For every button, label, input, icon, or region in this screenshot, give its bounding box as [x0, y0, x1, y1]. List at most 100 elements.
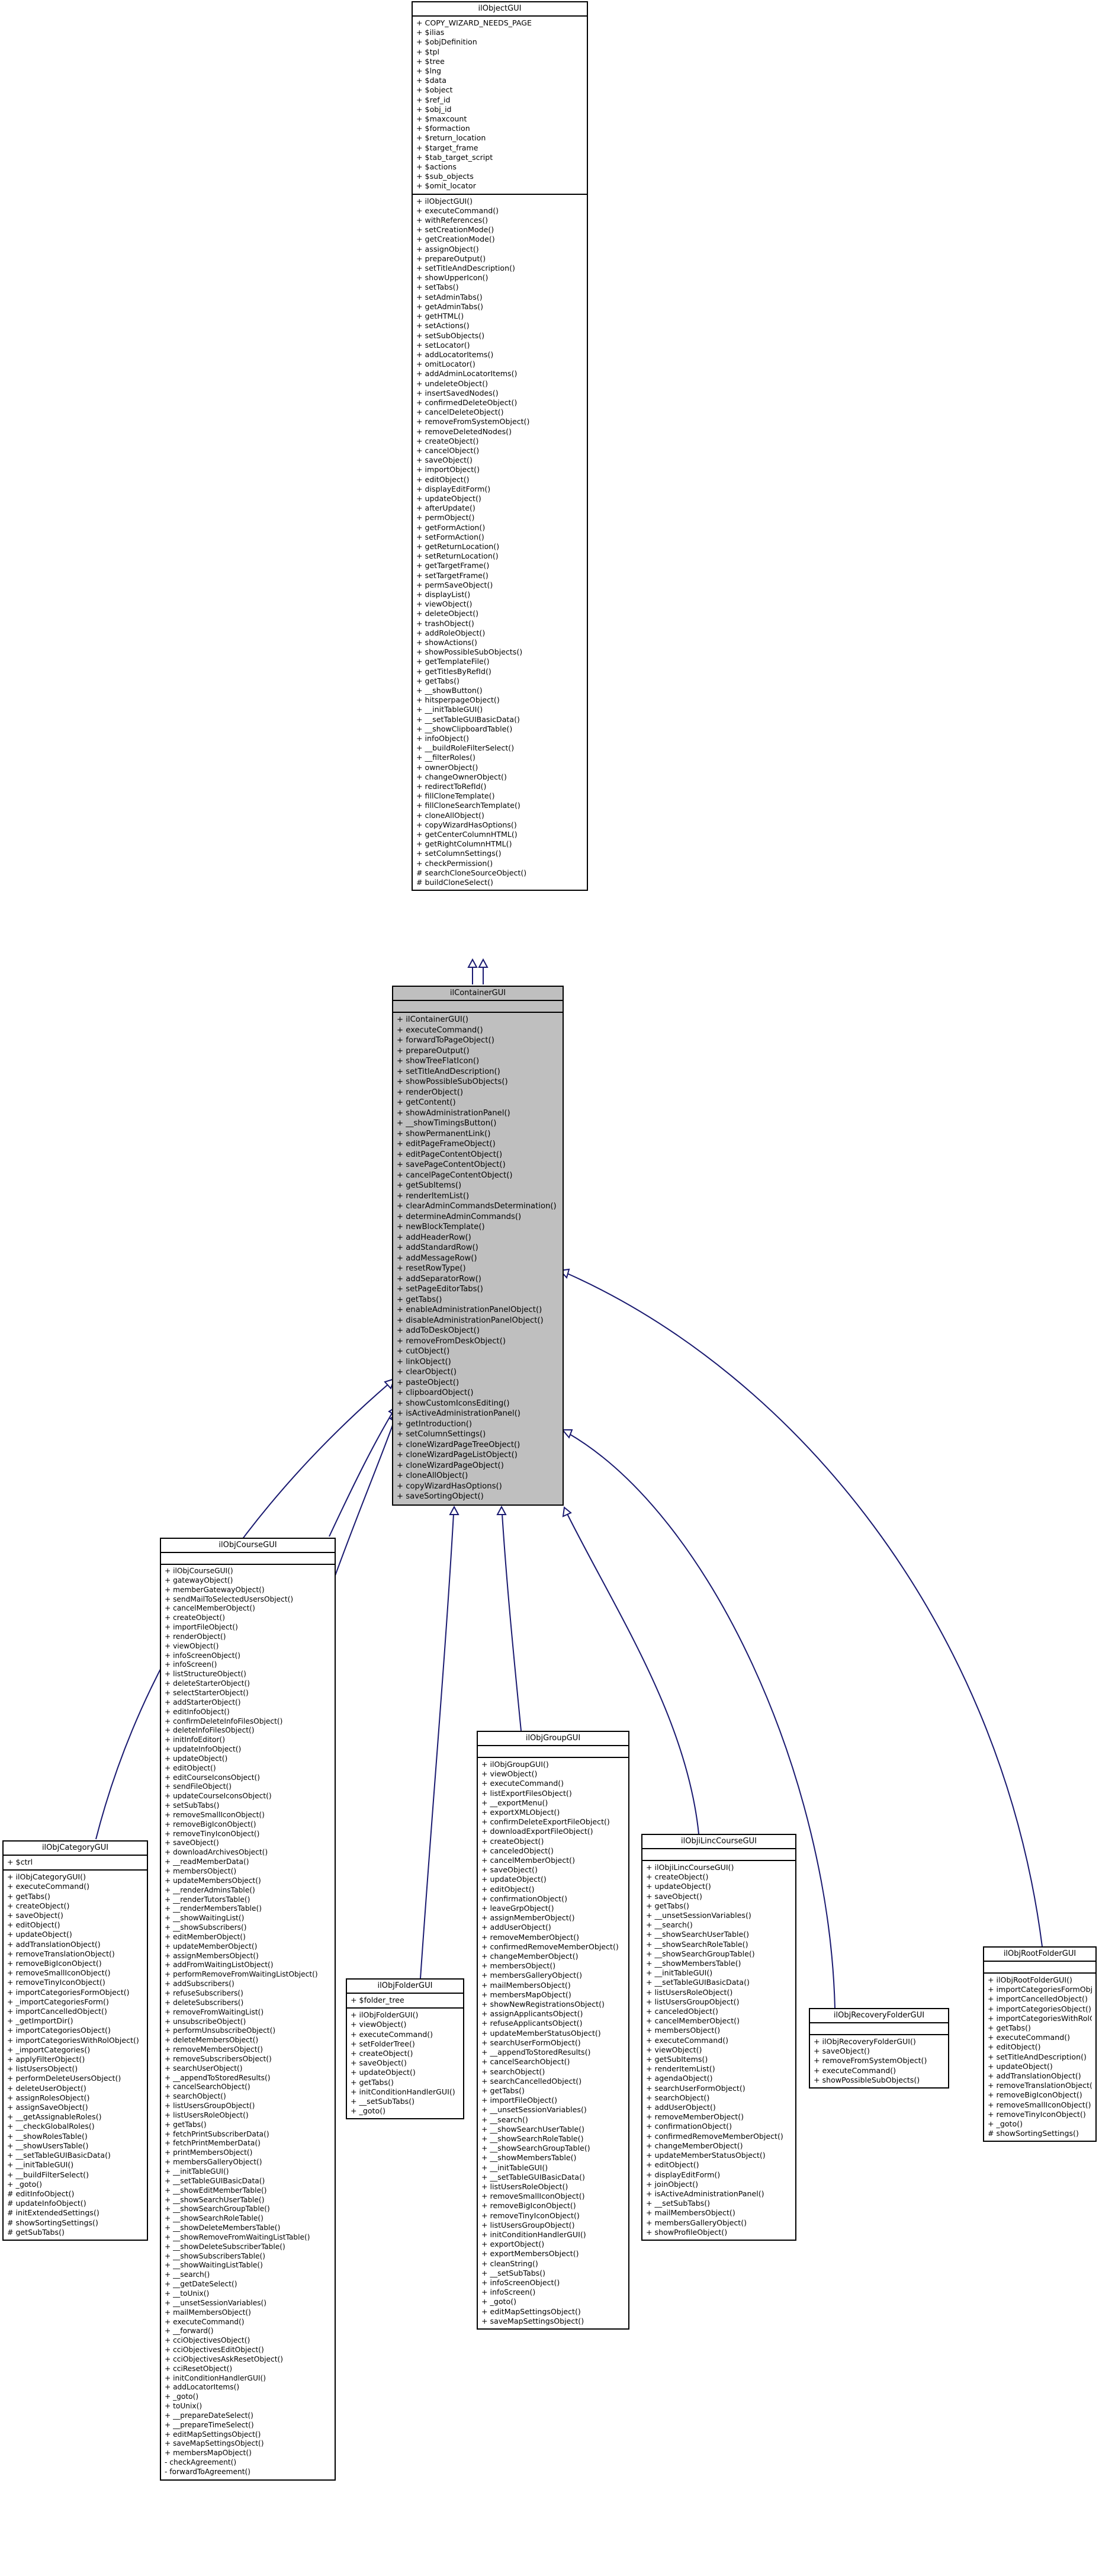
attributes-compartment: [161, 1553, 335, 1565]
method: + __initTableGUI(): [416, 705, 483, 714]
method: + changeMemberObject(): [646, 2141, 743, 2150]
class-box-ilObjectGUI[interactable]: ilObjectGUI+ COPY_WIZARD_NEEDS_PAGE+ $il…: [412, 1, 588, 891]
method: + getContent(): [397, 1098, 456, 1107]
method: + __initTableGUI(): [7, 2160, 74, 2170]
class-box-ilObjCourseGUI[interactable]: ilObjCourseGUI+ ilObjCourseGUI()+ gatewa…: [160, 1538, 336, 2481]
class-box-ilContainerGUI[interactable]: ilContainerGUI+ ilContainerGUI()+ execut…: [392, 986, 564, 1506]
attribute: + $target_frame: [416, 143, 478, 152]
method: + importCategoriesObject(): [7, 2026, 111, 2035]
method: + executeCommand(): [165, 2317, 245, 2326]
attributes-compartment: + $folder_tree: [347, 1994, 463, 2009]
method: + mailMembersObject(): [481, 1980, 571, 1990]
methods-compartment: + ilObjRecoveryFolderGUI()+ saveObject()…: [810, 2035, 948, 2087]
method: + getIntroduction(): [397, 1419, 473, 1429]
method: + setActions(): [416, 321, 470, 331]
method: + getFormAction(): [416, 522, 486, 532]
method: + editObject(): [481, 1884, 535, 1894]
method: + initConditionHandlerGUI(): [351, 2087, 455, 2096]
arrowhead-object-left: [467, 958, 478, 968]
method: + addTranslationObject(): [7, 1939, 101, 1949]
method: + cancelMemberObject(): [646, 2016, 740, 2026]
method: + _getImportDir(): [7, 2016, 73, 2026]
method: + createObject(): [646, 1872, 709, 1882]
method: # searchCloneSourceObject(): [416, 868, 527, 877]
method: + membersMapObject(): [165, 2449, 252, 2458]
method: + initConditionHandlerGUI(): [481, 2229, 586, 2239]
method: + __showSearchGroupTable(): [646, 1949, 755, 1958]
method: + removeTranslationObject(): [7, 1949, 115, 1958]
method: + __setTableGUIBasicData(): [165, 2176, 265, 2185]
method: + getTabs(): [165, 2120, 207, 2129]
attribute: + $omit_locator: [416, 181, 476, 191]
method: + removeSmallIconObject(): [165, 1810, 265, 1819]
method: + showCustomIconsEditing(): [397, 1398, 510, 1408]
method: + deleteSubscribers(): [165, 1998, 244, 2007]
method: + saveMapSettingsObject(): [165, 2439, 264, 2448]
method: + __setSubTabs(): [481, 2268, 546, 2277]
method: + addLocatorItems(): [165, 2383, 240, 2392]
method: + updateMemberStatusObject(): [481, 2028, 601, 2038]
method: + searchUserObject(): [165, 2064, 243, 2073]
method: + updateCourseIconsObject(): [165, 1792, 272, 1801]
method: + _goto(): [165, 2392, 199, 2401]
method: + performRemoveFromWaitingListObject(): [165, 1970, 318, 1979]
method: + showPermanentLink(): [397, 1129, 491, 1138]
class-box-ilObjLinkCourseGUI[interactable]: ilObjiLincCourseGUI+ ilObjiLincCourseGUI…: [641, 1834, 796, 2241]
method: + importCancelledObject(): [7, 2007, 107, 2016]
method: + addStarterObject(): [165, 1698, 241, 1706]
method: + setSubObjects(): [416, 331, 485, 340]
method: + renderItemList(): [397, 1191, 470, 1201]
method: + cloneWizardPageTreeObject(): [397, 1440, 520, 1449]
arrowhead-group: [496, 1505, 507, 1515]
method: + leaveGrpObject(): [481, 1904, 554, 1913]
method: + cancelDeleteObject(): [416, 408, 504, 417]
method: + __showTimingsButton(): [397, 1119, 497, 1128]
method: + importCategoriesWithRolObject(): [988, 2013, 1092, 2023]
method: + saveMapSettingsObject(): [481, 2316, 584, 2325]
method: + addFromWaitingListObject(): [165, 1961, 274, 1969]
methods-compartment: + ilObjCategoryGUI()+ executeCommand()+ …: [4, 1871, 147, 2240]
class-box-ilObjRecoveryFolderGUI[interactable]: ilObjRecoveryFolderGUI+ ilObjRecoveryFol…: [809, 2008, 949, 2089]
method: + importCategoriesWithRolObject(): [7, 2035, 139, 2045]
class-box-ilObjFolderGUI[interactable]: ilObjFolderGUI+ $folder_tree+ ilObjFolde…: [346, 1978, 464, 2120]
method: + toUnix(): [165, 2402, 203, 2411]
method: + deleteMembersObject(): [165, 2036, 259, 2045]
method: + setFormAction(): [416, 532, 484, 541]
method: + importFileObject(): [481, 2096, 558, 2105]
method: + forwardToPageObject(): [397, 1036, 494, 1045]
method: + removeTranslationObject(): [988, 2081, 1092, 2090]
method: + __showSearchRoleTable(): [165, 2214, 263, 2223]
method: + addStandardRow(): [397, 1243, 478, 1252]
attributes-compartment: [642, 1849, 795, 1861]
method: # buildCloneSelect(): [416, 878, 493, 887]
method: + addRoleObject(): [416, 628, 486, 637]
method: + joinObject(): [646, 2179, 699, 2189]
method: + listUsersRoleObject(): [646, 1987, 733, 1997]
class-name: ilContainerGUI: [393, 987, 563, 1001]
method: + showPossibleSubObjects(): [397, 1077, 508, 1086]
method: + __showRemoveFromWaitingListTable(): [165, 2232, 310, 2241]
method: + removeTinyIconObject(): [7, 1978, 105, 1987]
method: + updateInfoObject(): [165, 1745, 242, 1754]
method: + __readMemberData(): [165, 1858, 249, 1866]
edge-root-to-container: [567, 1273, 1043, 1947]
method: + showPossibleSubObjects(): [416, 647, 523, 657]
method: + permSaveObject(): [416, 580, 493, 589]
method: + getTabs(): [646, 1901, 689, 1910]
method: + __filterRoles(): [416, 753, 475, 762]
method: + setColumnSettings(): [397, 1430, 486, 1439]
method: + cciObjectivesObject(): [165, 2336, 250, 2345]
class-box-ilObjRootFolderGUI[interactable]: ilObjRootFolderGUI+ ilObjRootFolderGUI()…: [983, 1946, 1097, 2142]
method: + removeBigIconObject(): [7, 1959, 102, 1968]
method: + saveObject(): [646, 1891, 702, 1901]
class-box-ilObjCategoryGUI[interactable]: ilObjCategoryGUI+ $ctrl+ ilObjCategoryGU…: [2, 1840, 148, 2241]
method: + editPageContentObject(): [397, 1150, 503, 1159]
method: + editObject(): [646, 2160, 699, 2170]
attribute: + $return_location: [416, 133, 486, 143]
class-box-ilObjGroupGUI[interactable]: ilObjGroupGUI+ ilObjGroupGUI()+ viewObje…: [477, 1731, 629, 2330]
method: + removeMemberObject(): [481, 1932, 580, 1942]
attribute: + $formaction: [416, 124, 470, 133]
method: + sendFileObject(): [165, 1782, 232, 1791]
method: + getRightColumnHTML(): [416, 839, 512, 849]
method: + addUserObject(): [481, 1923, 551, 1932]
